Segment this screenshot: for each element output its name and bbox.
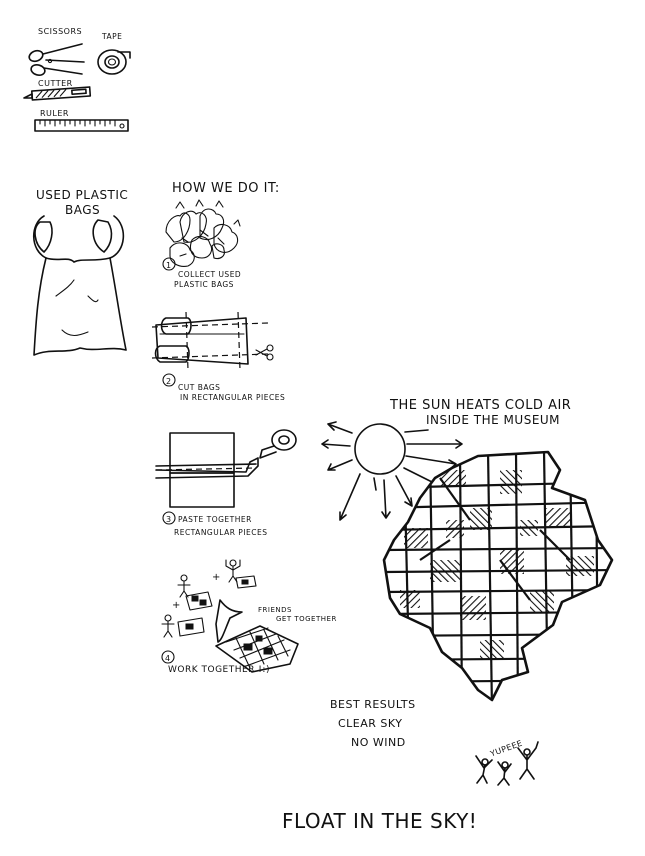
step-2-text-line1: CUT BAGS — [178, 383, 220, 392]
friends-line1: FRIENDS — [258, 606, 292, 614]
cutter-icon — [23, 86, 92, 101]
step-4-number: 4 — [165, 654, 171, 663]
step-3-number: 3 — [166, 515, 172, 524]
scissors-label: SCISSORS — [38, 27, 82, 36]
scissors-small-icon — [255, 344, 274, 361]
best-results-line2: CLEAR SKY — [338, 717, 402, 730]
cutter-label: CUTTER — [38, 79, 73, 88]
bag-label-line2: BAGS — [65, 203, 100, 217]
flattened-bags-icon — [151, 311, 269, 371]
svg-text:+: + — [212, 572, 221, 583]
bag-label-line1: USED PLASTIC — [36, 188, 128, 202]
patchwork-balloon-icon — [382, 450, 614, 702]
svg-text:+: + — [172, 600, 181, 611]
step-2-number: 2 — [166, 377, 172, 386]
step-3-text-line2: RECTANGULAR PIECES — [174, 528, 268, 537]
steps-title: HOW WE DO IT: — [172, 181, 280, 196]
best-results-line3: NO WIND — [351, 736, 406, 749]
step-1-text-line2: PLASTIC BAGS — [174, 280, 234, 289]
float-text: FLOAT IN THE SKY! — [282, 809, 477, 833]
best-results-line1: BEST RESULTS — [330, 698, 416, 711]
friends-line2: GET TOGETHER — [276, 615, 337, 623]
scissors-icon — [28, 43, 85, 76]
sun-text-line2: INSIDE THE MUSEUM — [426, 413, 560, 427]
ruler-label: RULER — [40, 109, 69, 118]
step-1-illustration: 1 COLLECT USED PLASTIC BAGS — [162, 199, 241, 289]
bag-pile-icon — [165, 199, 241, 267]
step-2-text-line2: IN RECTANGULAR PIECES — [180, 393, 285, 402]
tape-icon — [97, 49, 131, 75]
sun-text-line1: THE SUN HEATS COLD AIR — [389, 398, 571, 413]
small-patches-icon — [177, 575, 257, 637]
stick-figures-icon: + + — [161, 559, 241, 638]
large-patchwork-icon — [215, 625, 299, 673]
celebrating-figures-icon — [475, 741, 539, 786]
arrow-icon — [215, 599, 243, 643]
step-4-illustration: + + FRIENDS GET TOGETHER 4 WORK TOGETHER… — [161, 559, 337, 675]
step-3-text-line1: PASTE TOGETHER — [178, 515, 252, 524]
plastic-bag-group: USED PLASTIC BAGS — [32, 188, 128, 356]
tape-small-icon — [259, 429, 297, 459]
step-1-number: 1 — [166, 261, 172, 270]
step-4-text-line1: WORK TOGETHER !:) — [168, 665, 270, 675]
ruler-icon — [34, 119, 129, 132]
tape-label: TAPE — [101, 32, 122, 41]
tools-group: SCISSORS TAPE CUTTER RULER — [23, 27, 131, 132]
rectangular-pieces-icon — [155, 432, 259, 508]
step-3-illustration: 3 PASTE TOGETHER RECTANGULAR PIECES — [155, 429, 297, 537]
step-1-text-line1: COLLECT USED — [178, 270, 241, 279]
plastic-bag-icon — [32, 215, 127, 356]
step-2-illustration: 2 CUT BAGS IN RECTANGULAR PIECES — [151, 311, 285, 402]
sun-icon — [321, 421, 463, 521]
